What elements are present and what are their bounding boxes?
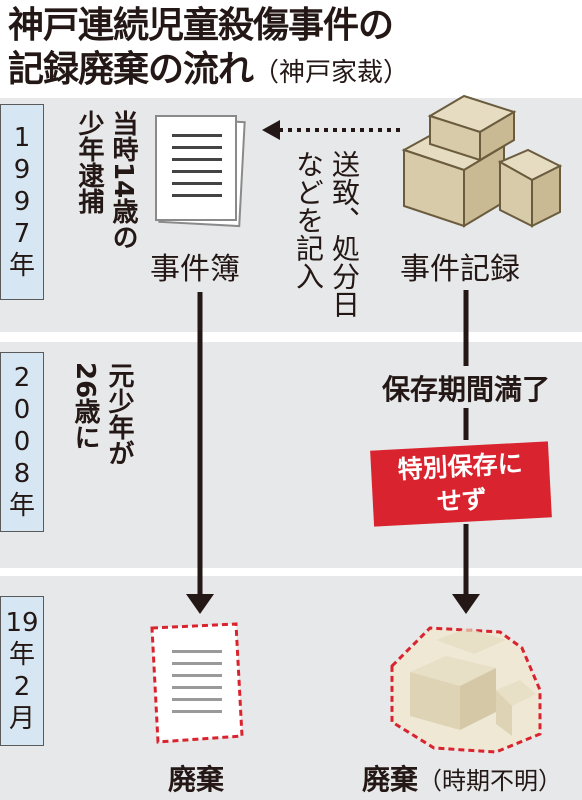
document-stack-icon [155,115,246,228]
special-note-badge: 特別保存に せず [370,441,552,527]
discarded-document-icon [150,622,244,744]
year-char: 1 [13,123,31,153]
event-1997-line2: 少年逮捕 [74,110,104,214]
left-result: 廃棄 [168,763,225,796]
year-char: 19 [5,608,39,638]
year-char: 年 [8,491,35,521]
right-result-label: 廃棄 [362,763,419,796]
year-char: 年 [8,251,35,281]
right-result: 廃棄（時期不明） [362,758,562,798]
title-sub: （神戸家裁） [253,58,410,88]
year-char: 0 [13,427,31,457]
year-box-2008: 2 0 0 8 年 [0,352,44,532]
boxes-icon [401,94,563,228]
year-char: 2 [13,363,31,393]
right-result-note: （時期不明） [418,767,563,795]
left-item-label: 事件簿 [150,252,240,287]
event-2008: 元少年が 26歳に [66,362,136,522]
left-flow-arrow [186,292,214,614]
event-2008-line2: 26歳に [70,362,100,451]
year-char: 月 [8,704,35,734]
event-2008-line1: 元少年が [104,362,134,466]
year-char: 2 [13,672,31,702]
title-line-1: 神戸連続児童殺傷事件の [8,5,394,46]
year-char: 7 [13,219,31,249]
title-text-2: 記録廃棄の流れ [8,49,254,90]
year-char: 年 [8,640,35,670]
year-char: 0 [13,395,31,425]
right-flow-arrow [452,290,480,614]
right-item-label: 事件記録 [400,252,520,287]
title-text-1: 神戸連続児童殺傷事件の [8,5,394,46]
transfer-note: 送致、処分日 などを記入 [288,150,362,350]
transfer-note-col1: 送致、処分日 [328,150,361,318]
year-box-1997: 1 9 9 7 年 [0,104,44,300]
transfer-arrow-icon [262,120,400,140]
transfer-note-col2: などを記入 [292,150,325,290]
expiry-label: 保存期間満了 [382,368,551,408]
year-box-2019: 19 年 2 月 [0,596,44,746]
event-1997-line1: 当時14歳の [108,110,138,251]
title-line-2: 記録廃棄の流れ（神戸家裁） [8,50,409,93]
year-char: 8 [13,459,31,489]
year-char: 9 [13,187,31,217]
event-1997: 当時14歳の 少年逮捕 [60,110,140,310]
year-char: 9 [13,155,31,185]
discarded-boxes-icon [390,626,542,754]
